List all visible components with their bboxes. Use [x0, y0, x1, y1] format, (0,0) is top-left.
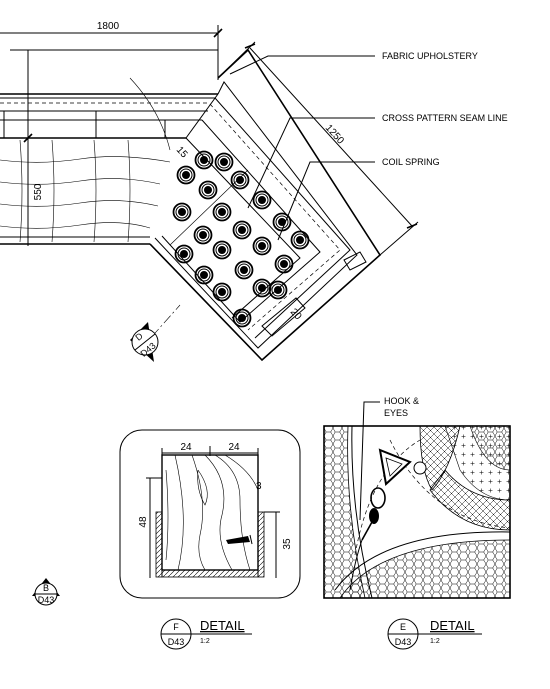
coil-spring-icon	[230, 170, 250, 190]
dim-3: 3	[256, 481, 262, 492]
section-marker-d: D D43	[130, 304, 181, 362]
coil-spring-icon	[252, 278, 272, 298]
coil-spring-icon	[193, 225, 213, 245]
coil-spring-icon	[252, 236, 272, 256]
detail-f-tag: F D43 DETAIL 1:2	[160, 618, 252, 650]
detail-f-scale: 1:2	[200, 638, 210, 645]
coil-spring-icon	[194, 150, 214, 170]
dim-48: 48	[138, 516, 149, 528]
detail-f-title: DETAIL	[200, 618, 245, 633]
detail-e-title: DETAIL	[430, 618, 475, 633]
svg-text:HOOK &: HOOK &	[384, 396, 419, 406]
coil-spring-icon	[268, 280, 288, 300]
coil-spring-icon	[214, 152, 234, 172]
dim-1800-label: 1800	[97, 21, 120, 32]
coil-spring-icon	[198, 180, 218, 200]
svg-text:B: B	[43, 583, 49, 593]
dim-24-left: 24	[180, 442, 192, 453]
coil-spring-icon	[232, 308, 252, 328]
svg-text:D: D	[133, 330, 145, 342]
sofa-straight-section: 550	[0, 49, 218, 246]
sofa-plan-view: 1800 550	[0, 21, 508, 362]
coil-spring-icon	[274, 254, 294, 274]
svg-text:CROSS PATTERN SEAM LINE: CROSS PATTERN SEAM LINE	[382, 113, 508, 123]
callout-hook-and-eyes: HOOK & EYES	[359, 396, 419, 521]
svg-text:EYES: EYES	[384, 408, 408, 418]
coil-spring-icon	[212, 282, 232, 302]
wood-block	[161, 454, 259, 571]
coil-spring-icon	[252, 190, 272, 210]
dim-1250-label: 1250	[323, 123, 346, 147]
coil-spring-icon	[212, 202, 232, 222]
detail-f-frame	[119, 429, 301, 599]
coil-spring-icon	[234, 260, 254, 280]
dim-35: 35	[282, 538, 293, 550]
svg-text:D43: D43	[168, 637, 185, 647]
coil-spring-icon	[212, 240, 232, 260]
detail-e: HOOK & EYES E D43 DETAIL 1:2	[323, 396, 511, 650]
screw-icon	[226, 534, 253, 545]
coil-spring-icon	[290, 230, 310, 250]
section-marker-b: B D43	[32, 578, 60, 606]
detail-e-scale: 1:2	[430, 638, 440, 645]
coil-spring-icon	[172, 202, 192, 222]
svg-text:D43: D43	[38, 595, 55, 605]
coil-spring-icon	[194, 265, 214, 285]
svg-text:COIL SPRING: COIL SPRING	[382, 157, 440, 167]
callout-fabric-upholstery: FABRIC UPHOLSTERY	[229, 51, 478, 75]
coil-spring-grid	[172, 150, 310, 328]
dimension-1800: 1800	[0, 21, 223, 80]
coil-spring-icon	[176, 165, 196, 185]
svg-text:E: E	[400, 622, 406, 632]
svg-text:D43: D43	[395, 637, 412, 647]
dim-24-right: 24	[228, 442, 240, 453]
detail-e-tag: E D43 DETAIL 1:2	[387, 618, 482, 650]
callout-coil-spring: COIL SPRING	[277, 157, 440, 241]
svg-text:F: F	[173, 622, 179, 632]
hook-and-eye-icon	[349, 487, 386, 591]
coil-spring-icon	[232, 220, 252, 240]
detail-f: 24 24 3 48 35 F D43 DETAIL 1:2	[119, 429, 301, 650]
dim-15-label: 15	[174, 145, 190, 161]
dim-550-label: 550	[33, 183, 44, 200]
callout-cross-pattern-seam: CROSS PATTERN SEAM LINE	[247, 113, 508, 209]
coil-spring-icon	[174, 244, 194, 264]
svg-text:FABRIC UPHOLSTERY: FABRIC UPHOLSTERY	[382, 51, 478, 61]
